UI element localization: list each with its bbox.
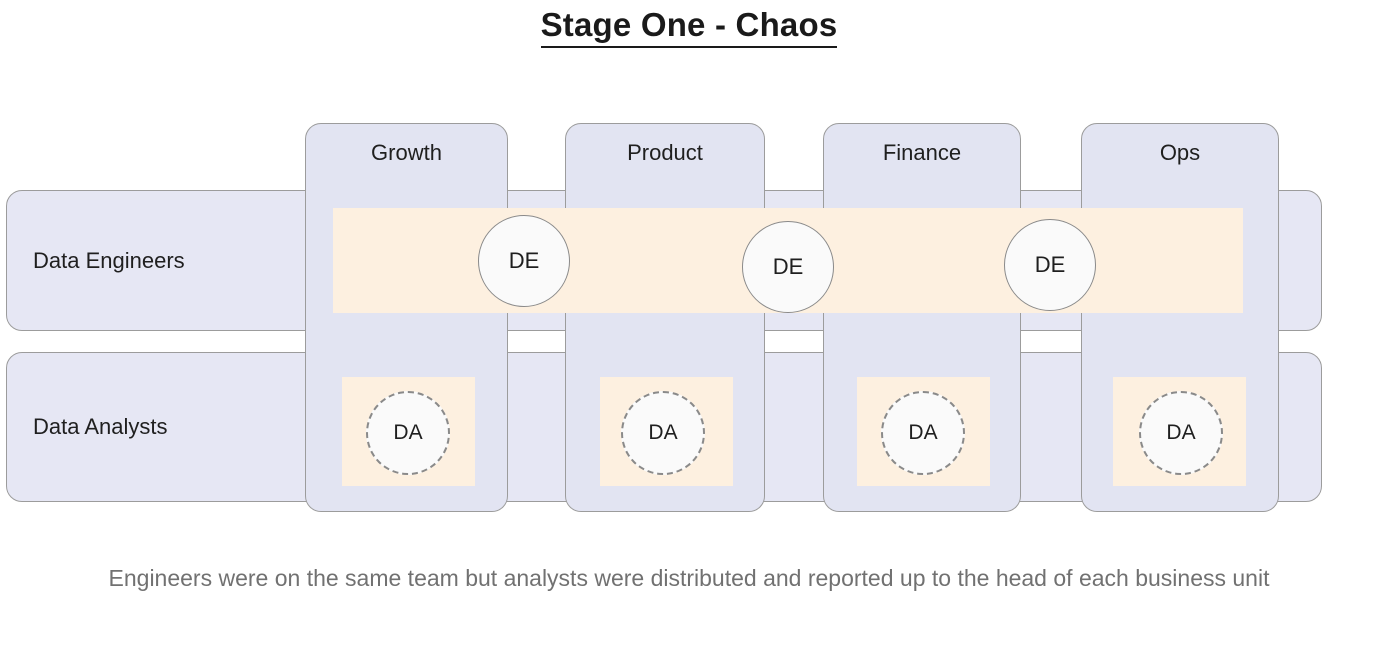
page-title-text: Stage One - Chaos bbox=[540, 6, 838, 48]
node-data-analyst-finance[interactable]: DA bbox=[881, 391, 965, 475]
column-label-product: Product bbox=[627, 140, 703, 165]
node-data-analyst-product[interactable]: DA bbox=[621, 391, 705, 475]
column-label-ops: Ops bbox=[1159, 140, 1201, 165]
diagram-caption: Engineers were on the same team but anal… bbox=[108, 565, 1270, 591]
node-data-analyst-ops[interactable]: DA bbox=[1139, 391, 1223, 475]
node-data-engineer-growth[interactable]: DE bbox=[478, 215, 570, 307]
column-label-growth: Growth bbox=[371, 140, 442, 165]
node-data-engineer-finance[interactable]: DE bbox=[1004, 219, 1096, 311]
row-label-data-analysts: Data Analysts bbox=[33, 414, 168, 439]
node-data-engineer-product[interactable]: DE bbox=[742, 221, 834, 313]
column-label-finance: Finance bbox=[882, 140, 962, 165]
node-data-analyst-growth[interactable]: DA bbox=[366, 391, 450, 475]
page-title: Stage One - Chaos bbox=[0, 6, 1378, 48]
column-lane-finance[interactable]: Finance bbox=[823, 123, 1021, 512]
row-label-data-engineers: Data Engineers bbox=[33, 247, 185, 273]
swimlane-diagram: Data Engineers Data Analysts Growth Prod… bbox=[6, 123, 1322, 512]
